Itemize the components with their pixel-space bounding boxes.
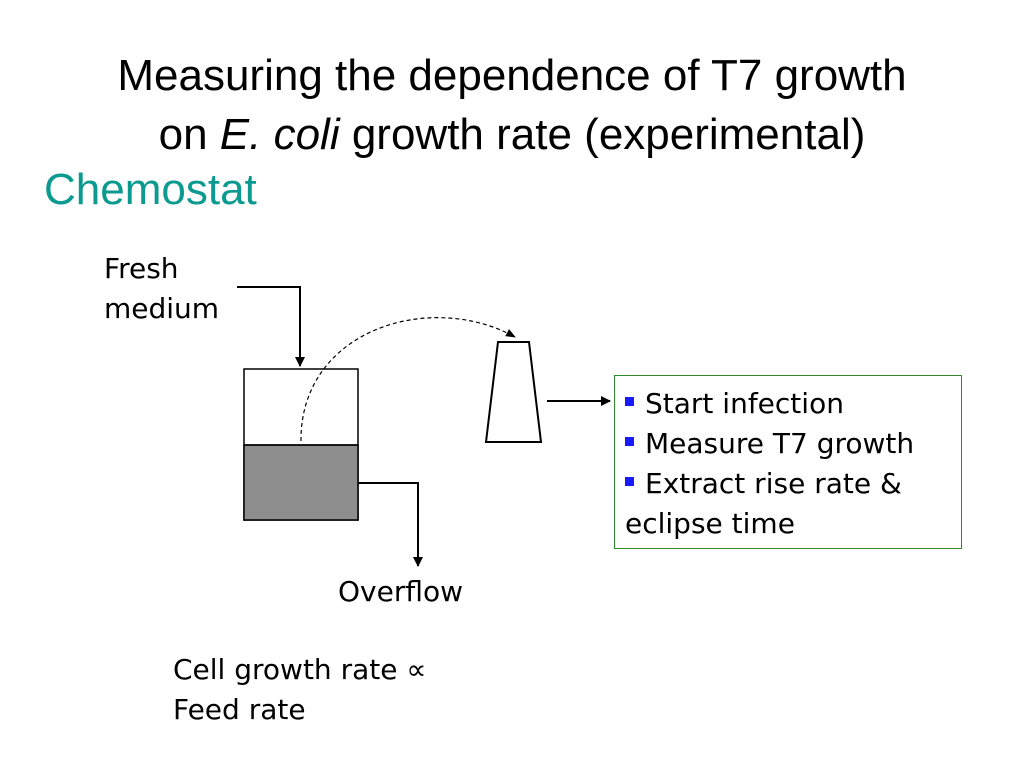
overflow-label: Overflow	[338, 575, 464, 608]
fresh-medium-line-1: Fresh	[104, 252, 179, 285]
step-text: Extract rise rate &	[645, 467, 902, 500]
step-item: Start infection	[625, 384, 953, 424]
relation-line-2: Feed rate	[173, 693, 306, 726]
title-line-2-suffix: growth rate (experimental)	[339, 110, 866, 159]
step-continuation: eclipse time	[625, 507, 795, 540]
step-item: Extract rise rate &	[625, 464, 953, 504]
step-text: Measure T7 growth	[645, 427, 915, 460]
experiment-steps-box: Start infection Measure T7 growth Extrac…	[614, 375, 962, 549]
step-item: Measure T7 growth	[625, 424, 953, 464]
slide-title: Measuring the dependence of T7 growth on…	[0, 46, 1024, 164]
relation-line-1: Cell growth rate ∝	[173, 653, 427, 686]
title-line-2: on E. coli growth rate (experimental)	[0, 105, 1024, 164]
infection-flask	[484, 341, 543, 443]
fresh-medium-line-2: medium	[104, 292, 220, 325]
overflow-outflow-arrow	[358, 482, 423, 567]
fresh-medium-label: Fresh medium	[104, 249, 219, 329]
sampling-dashed-arrow	[300, 317, 516, 442]
growth-rate-relation: Cell growth rate ∝ Feed rate	[173, 650, 426, 730]
steps-list: Start infection Measure T7 growth Extrac…	[625, 384, 953, 544]
square-bullet-icon	[625, 437, 634, 446]
title-line-2-prefix: on	[158, 110, 220, 159]
culture-liquid	[243, 444, 359, 521]
title-line-1: Measuring the dependence of T7 growth	[117, 51, 907, 100]
fresh-medium-inflow-arrow	[237, 286, 305, 367]
step-text: Start infection	[645, 387, 844, 420]
slide-subtitle: Chemostat	[44, 165, 257, 214]
title-organism-name: E. coli	[219, 110, 340, 159]
square-bullet-icon	[625, 477, 634, 486]
square-bullet-icon	[625, 397, 634, 406]
